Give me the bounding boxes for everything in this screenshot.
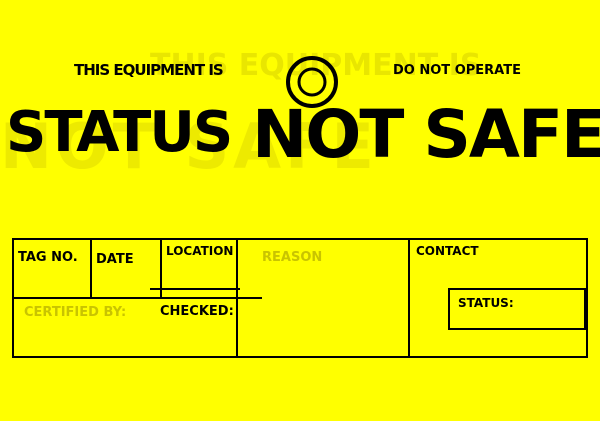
header-small-right: DO NOT OPERATE: [393, 63, 521, 78]
status-label: STATUS:: [458, 296, 514, 310]
form-divider-1: [90, 238, 92, 298]
headline: NOT SAFE: [252, 96, 600, 173]
certified-by-label: CERTIFIED BY:: [24, 305, 127, 320]
form-row-rule: [12, 297, 262, 299]
location-label: LOCATION: [166, 244, 234, 258]
checked-label: CHECKED:: [160, 304, 234, 319]
tag-no-label: TAG NO.: [18, 250, 78, 265]
form-left-rule: [12, 238, 14, 358]
form-bottom-rule: [12, 356, 588, 358]
form-divider-4: [408, 238, 410, 358]
header-small-left: THIS EQUIPMENT IS: [74, 61, 224, 79]
ghost-headline: THIS EQUIPMENT IS: [150, 48, 482, 83]
ghost-big-text: NOT SAFE: [0, 110, 378, 183]
form-top-rule: [12, 238, 588, 240]
form-divider-2: [160, 238, 162, 298]
reason-label: REASON: [262, 250, 323, 265]
contact-label: CONTACT: [416, 244, 479, 258]
status-box: [448, 288, 586, 330]
circle-ring-icon: [286, 56, 338, 108]
form-right-rule: [586, 238, 588, 358]
warning-word: STATUS: [6, 100, 233, 165]
date-label: DATE: [96, 252, 134, 267]
form-divider-3: [236, 238, 238, 358]
form-accent-rule: [150, 288, 240, 290]
